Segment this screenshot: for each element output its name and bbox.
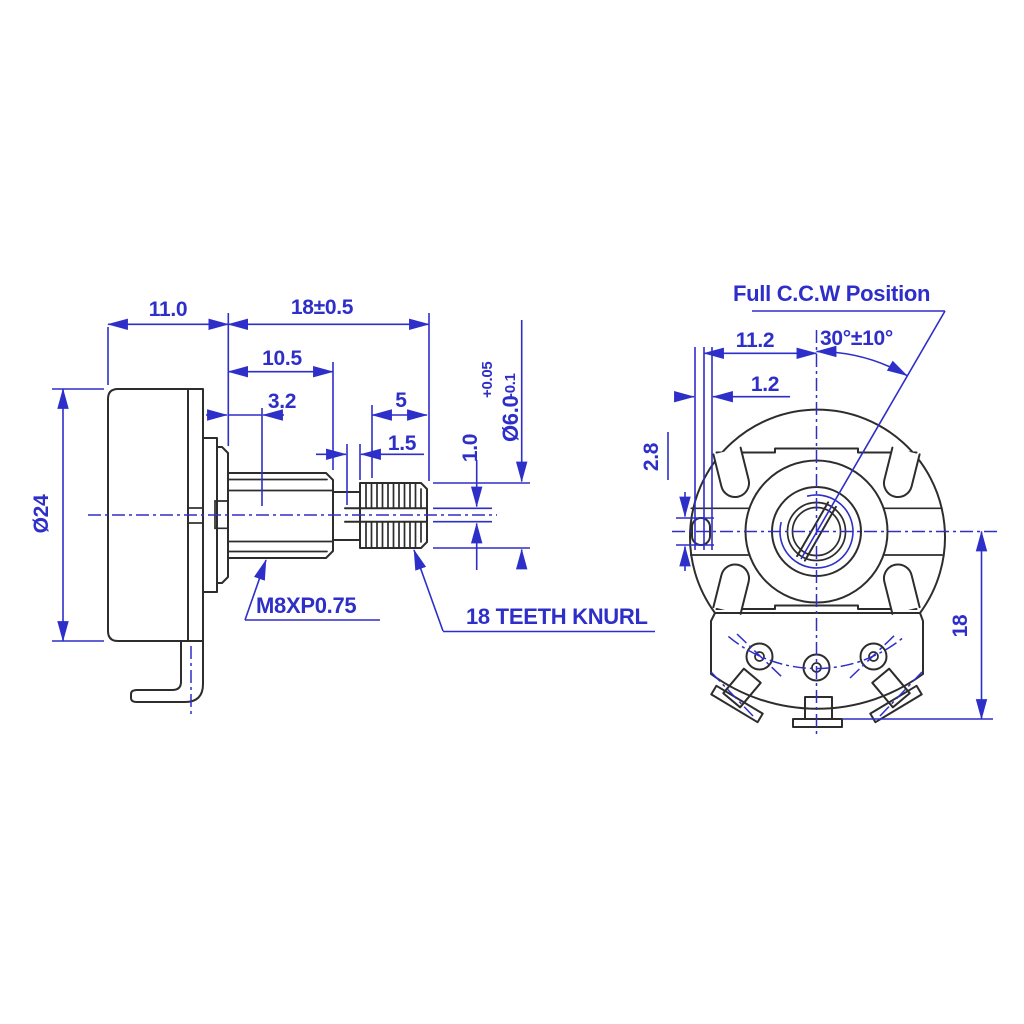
notch-upper-left bbox=[712, 446, 751, 498]
front-view-annotations: Full C.C.W Position 30°±10° 11.2 1.2 2.8… bbox=[640, 281, 997, 737]
front-extension-lines bbox=[667, 347, 993, 720]
dim-rotation-angle: 30°±10° bbox=[820, 327, 893, 350]
dim-shaft-diameter: Ø6.0 bbox=[498, 395, 523, 442]
front-view-title: Full C.C.W Position bbox=[733, 281, 930, 306]
dim-shaft-tol-minus: -0.1 bbox=[502, 373, 519, 398]
label-knurl-note: 18 TEETH KNURL bbox=[466, 604, 648, 629]
lug-center-foot bbox=[792, 718, 843, 728]
flange-boss bbox=[216, 446, 229, 584]
terminal-radial-centerlines bbox=[710, 633, 923, 717]
dim-hole-offset: 1.2 bbox=[751, 373, 779, 396]
ccw-position-leader bbox=[752, 310, 946, 560]
solder-lugs bbox=[710, 667, 923, 728]
terminal-arc-centerline bbox=[727, 635, 906, 670]
side-view-annotations: 11.0 18±0.5 10.5 3.2 5 1.5 1.0 Ø24 Ø6.0 … bbox=[30, 296, 655, 714]
knurled-shaft bbox=[359, 482, 428, 549]
dim-body-depth: 11.0 bbox=[149, 298, 188, 321]
side-view: 11.0 18±0.5 10.5 3.2 5 1.5 1.0 Ø24 Ø6.0 … bbox=[30, 296, 655, 714]
lug-left bbox=[722, 667, 762, 709]
side-view-body-outline bbox=[107, 388, 428, 703]
dim-boss-length: 3.2 bbox=[268, 390, 296, 413]
label-thread-spec: M8XP0.75 bbox=[256, 593, 356, 618]
dim-terminal-depth: 18 bbox=[949, 614, 972, 637]
dim-knurl-length: 5 bbox=[395, 389, 407, 412]
lug-right bbox=[871, 667, 911, 709]
threaded-bushing bbox=[227, 472, 334, 559]
dim-thread-length: 10.5 bbox=[262, 347, 302, 370]
dim-slot-inset: 1.5 bbox=[388, 432, 417, 455]
dim-hole-to-center: 11.2 bbox=[736, 329, 775, 352]
notch-lower-right bbox=[882, 563, 921, 615]
leader-thread-spec bbox=[244, 559, 380, 621]
body-can bbox=[107, 388, 189, 642]
lug-left-foot bbox=[710, 684, 764, 724]
knurl-teeth bbox=[365, 482, 422, 549]
top-chord bbox=[715, 447, 918, 454]
notch-lower-left bbox=[712, 563, 751, 615]
lug-right-foot bbox=[869, 684, 923, 724]
locating-lug bbox=[130, 640, 204, 703]
dim-slot-width: 1.0 bbox=[459, 434, 482, 462]
dim-arc-rotation-angle bbox=[815, 345, 908, 377]
notch-upper-right bbox=[882, 446, 921, 498]
side-bands bbox=[689, 507, 944, 556]
leader-knurl-note bbox=[413, 549, 655, 633]
dim-shaft-length: 18±0.5 bbox=[291, 296, 354, 319]
dim-body-diameter: Ø24 bbox=[30, 494, 53, 533]
shaft-slot-front bbox=[796, 501, 837, 562]
dim-shaft-tol-plus: +0.05 bbox=[479, 362, 496, 398]
dim-hole-height: 2.8 bbox=[640, 442, 663, 471]
front-view: Full C.C.W Position 30°±10° 11.2 1.2 2.8… bbox=[640, 281, 997, 737]
